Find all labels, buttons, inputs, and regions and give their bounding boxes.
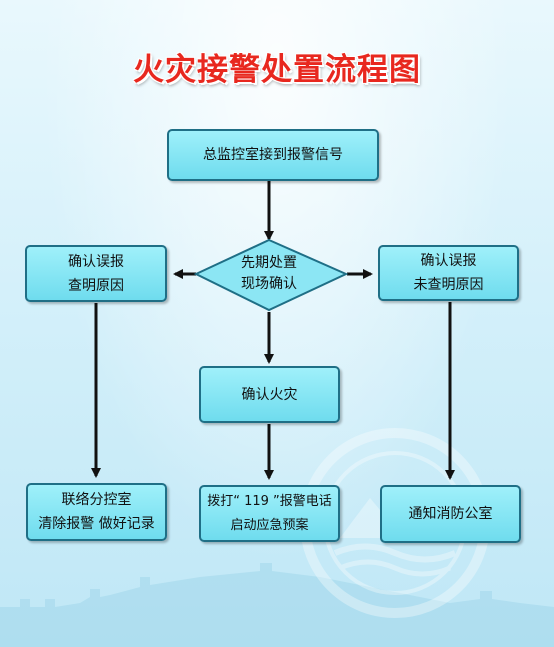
node-decision-text: 先期处置 现场确认 xyxy=(225,253,313,295)
node-center-action-line1: 拨打“ 119 ”报警电话 xyxy=(207,493,332,509)
node-center-action-line2: 启动应急预案 xyxy=(230,517,309,533)
node-receive-alarm: 总监控室接到报警信号 xyxy=(167,129,379,181)
node-left-action-line2: 清除报警 做好记录 xyxy=(38,516,155,532)
great-wall-watermark xyxy=(0,563,554,647)
node-left-check-line2: 查明原因 xyxy=(68,277,124,294)
node-receive-text: 总监控室接到报警信号 xyxy=(203,147,343,163)
node-decision-line2: 现场确认 xyxy=(241,276,297,292)
page-title: 火灾接警处置流程图 xyxy=(133,52,421,88)
node-contact-substation: 联络分控室 清除报警 做好记录 xyxy=(26,483,167,541)
node-false-alarm-unknown: 确认误报 未查明原因 xyxy=(378,245,519,301)
node-left-action-line1: 联络分控室 xyxy=(61,492,132,508)
node-right-action-text: 通知消防公室 xyxy=(408,506,493,522)
node-left-check-line1: 确认误报 xyxy=(68,253,124,270)
node-call-119: 拨打“ 119 ”报警电话 启动应急预案 xyxy=(199,485,340,542)
decision-diamond xyxy=(193,238,349,312)
node-false-alarm-found: 确认误报 查明原因 xyxy=(25,245,167,302)
node-decision-line1: 先期处置 xyxy=(241,255,297,271)
node-confirm-fire: 确认火灾 xyxy=(199,366,340,423)
node-confirm-fire-text: 确认火灾 xyxy=(241,386,298,403)
node-right-check-line1: 确认误报 xyxy=(420,253,477,269)
node-right-check-line2: 未查明原因 xyxy=(413,277,484,293)
node-notify-fire-office: 通知消防公室 xyxy=(380,485,521,543)
